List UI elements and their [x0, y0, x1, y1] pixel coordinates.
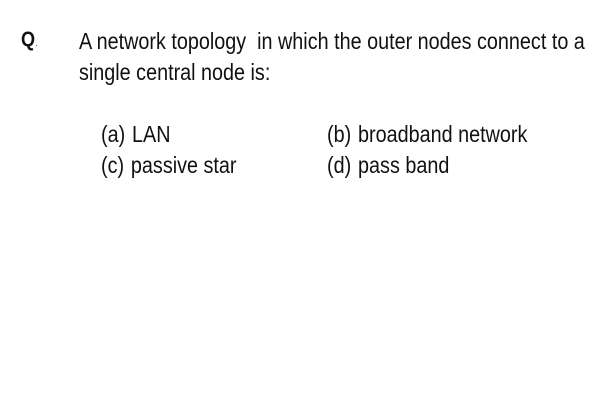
- option-d: (d)pass band: [305, 119, 449, 212]
- option-a-text: LAN: [132, 121, 171, 147]
- option-b: (b)broadband network: [305, 88, 527, 181]
- question-marker: Q.: [21, 28, 38, 52]
- option-c-letter: (c): [100, 152, 125, 178]
- option-b-letter: (b): [326, 121, 352, 147]
- question-line-2: single central node is:: [79, 59, 271, 85]
- question-marker-dot: .: [35, 38, 38, 48]
- option-d-letter: (d): [326, 152, 352, 178]
- question-marker-letter: Q: [21, 28, 35, 51]
- option-c-text: passive star: [130, 152, 237, 178]
- option-a: (a)LAN: [79, 88, 171, 181]
- option-b-text: broadband network: [358, 121, 528, 147]
- option-a-letter: (a): [100, 121, 126, 147]
- option-d-text: pass band: [358, 152, 450, 178]
- question-line-1: A network topology in which the outer no…: [79, 28, 585, 54]
- question-text: A network topology in which the outer no…: [79, 26, 585, 88]
- option-c: (c)passive star: [79, 119, 236, 212]
